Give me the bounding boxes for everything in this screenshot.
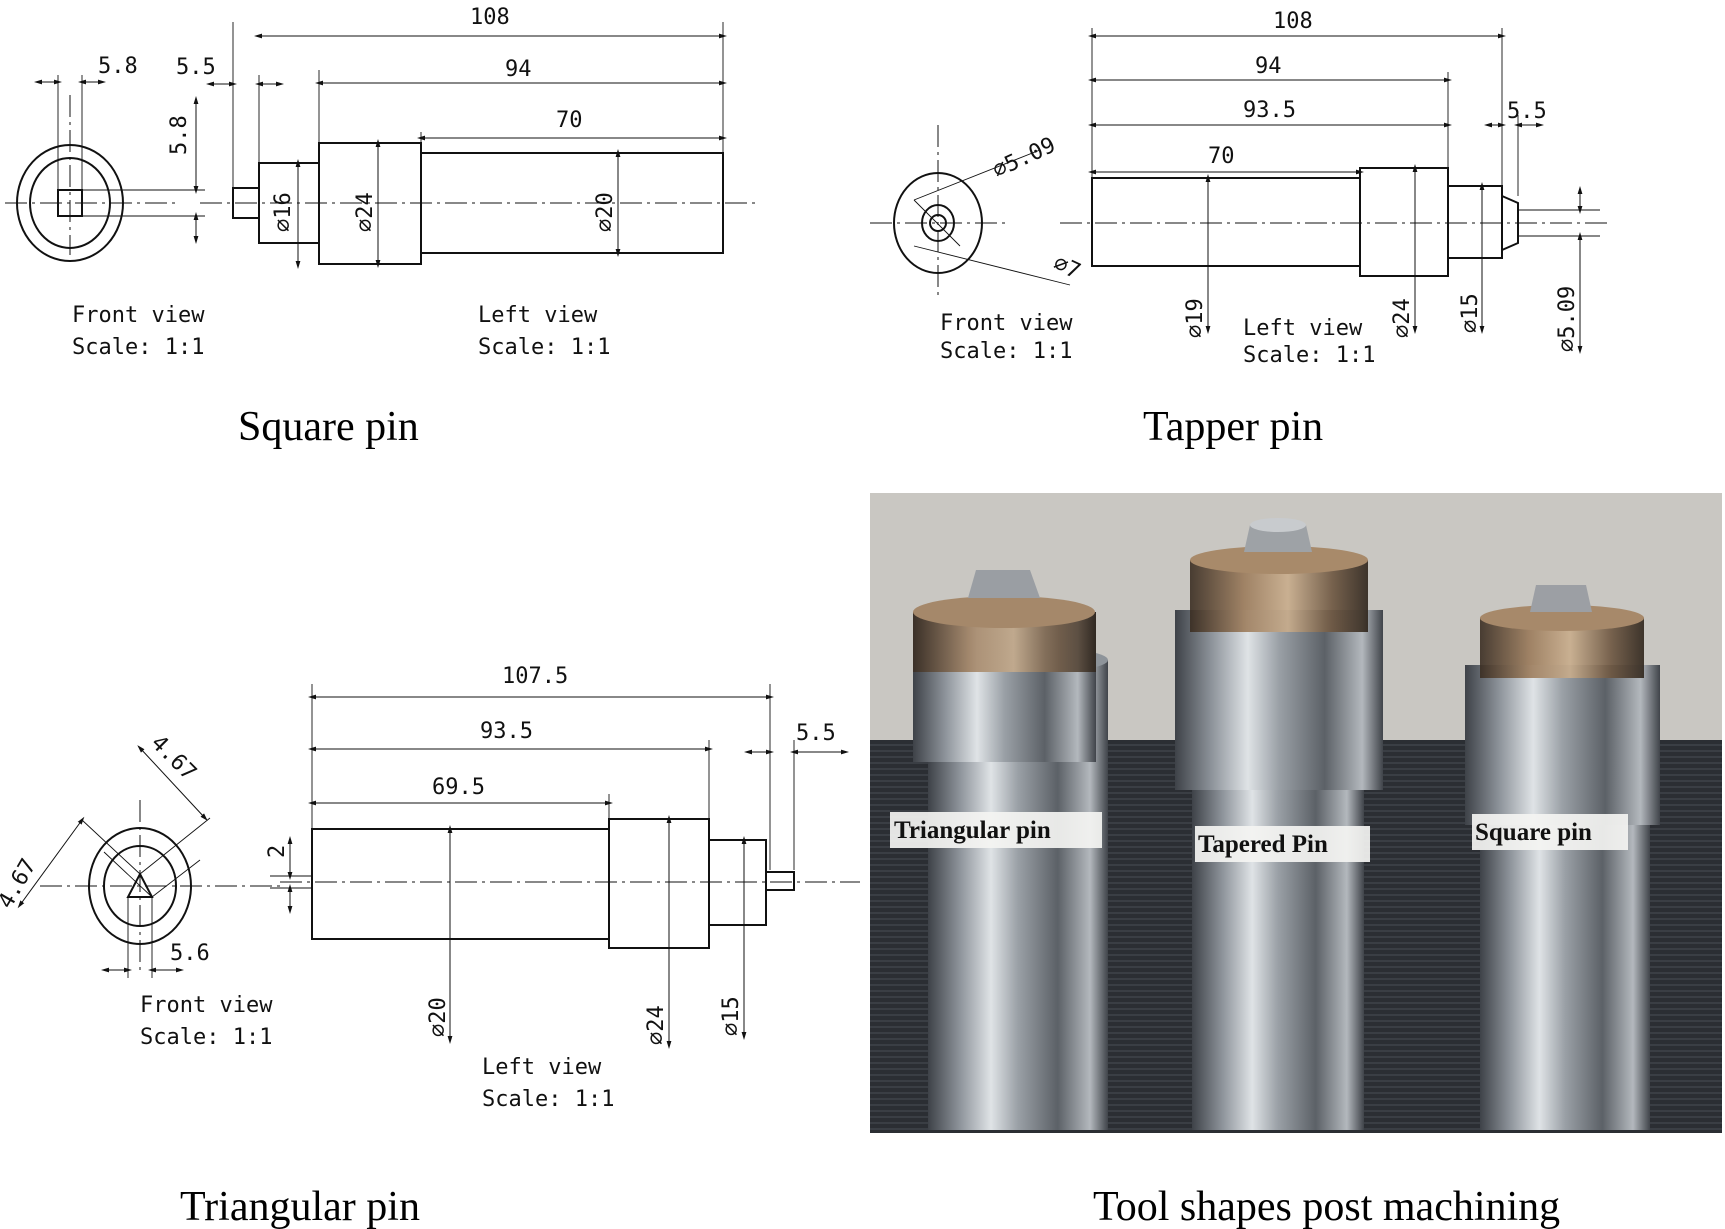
photo-label-triangular: Triangular pin — [894, 817, 1051, 844]
tri-dim-offset: 2 — [265, 845, 290, 858]
taper-dim-d509-side: ⌀5.09 — [1555, 286, 1580, 352]
taper-dim-pin-len: 5.5 — [1507, 99, 1547, 124]
square-dim-pin-height: 5.8 — [167, 115, 192, 155]
square-front-scale: Scale: 1:1 — [72, 335, 204, 360]
taper-left-view-label: Left view — [1243, 316, 1363, 341]
square-side-view — [200, 22, 760, 269]
square-pin-drawing: 5.8 5.8 108 94 70 5.5 ⌀16 ⌀24 — [5, 5, 760, 360]
tri-dim-d15: ⌀15 — [719, 996, 744, 1036]
square-dim-pin-width: 5.8 — [98, 54, 138, 79]
taper-dim-d509-front: ⌀5.09 — [989, 133, 1060, 184]
tri-side-view — [270, 684, 860, 1049]
square-dim-pin-len: 5.5 — [176, 55, 216, 80]
photo-tool-square — [1465, 585, 1660, 1130]
square-dim-d24: ⌀24 — [353, 192, 378, 232]
tri-front-view-label: Front view — [140, 993, 273, 1018]
taper-dim-935: 93.5 — [1243, 98, 1296, 123]
taper-dim-d19: ⌀19 — [1183, 298, 1208, 338]
square-dim-94: 94 — [505, 57, 532, 82]
square-left-scale: Scale: 1:1 — [478, 335, 610, 360]
photo-label-tapered: Tapered Pin — [1198, 831, 1328, 858]
tri-front-scale: Scale: 1:1 — [140, 1025, 272, 1050]
square-dim-overall: 108 — [470, 5, 510, 30]
square-front-view-label: Front view — [72, 303, 205, 328]
taper-front-view-label: Front view — [940, 311, 1073, 336]
square-dim-d16: ⌀16 — [271, 192, 296, 232]
taper-dim-94: 94 — [1255, 54, 1282, 79]
triangular-pin-drawing: 4.67 4.67 5.6 107.5 — [0, 664, 860, 1112]
tri-dim-695: 69.5 — [432, 775, 485, 800]
tool-photo: Triangular pin Tapered Pin Square pin — [870, 493, 1722, 1133]
taper-front-view — [870, 125, 1071, 300]
caption-triangular-pin: Triangular pin — [180, 1184, 420, 1229]
square-front-view — [5, 75, 205, 262]
tri-dim-935: 93.5 — [480, 719, 533, 744]
caption-taper-pin: Tapper pin — [1143, 404, 1323, 450]
tri-dim-pin-len: 5.5 — [796, 721, 836, 746]
tri-dim-d24: ⌀24 — [644, 1005, 669, 1045]
taper-pin-drawing: ⌀5.09 ⌀7 108 94 93. — [870, 9, 1610, 368]
square-left-view-label: Left view — [478, 303, 598, 328]
taper-dim-d24: ⌀24 — [1390, 298, 1415, 338]
taper-dim-70: 70 — [1208, 144, 1235, 169]
photo-tool-tapered — [1175, 518, 1383, 1130]
taper-front-scale: Scale: 1:1 — [940, 339, 1072, 364]
taper-dim-d15: ⌀15 — [1458, 293, 1483, 333]
tri-left-scale: Scale: 1:1 — [482, 1087, 614, 1112]
square-dim-70: 70 — [556, 108, 583, 133]
taper-dim-overall: 108 — [1273, 9, 1313, 34]
caption-square-pin: Square pin — [238, 404, 419, 450]
caption-photo: Tool shapes post machining — [1093, 1184, 1560, 1229]
photo-label-square: Square pin — [1475, 819, 1592, 846]
tri-dim-base: 5.6 — [170, 941, 210, 966]
square-dim-d20: ⌀20 — [593, 192, 618, 232]
photo-tool-triangular — [913, 570, 1108, 1130]
tri-dim-d20: ⌀20 — [426, 997, 451, 1037]
taper-side-view — [1060, 28, 1610, 354]
taper-left-scale: Scale: 1:1 — [1243, 343, 1375, 368]
taper-dim-d7: ⌀7 — [1049, 251, 1084, 285]
tri-dim-overall: 107.5 — [502, 664, 568, 689]
tri-left-view-label: Left view — [482, 1055, 602, 1080]
tri-front-view — [17, 745, 280, 978]
tri-dim-side-b: 4.67 — [146, 731, 201, 786]
